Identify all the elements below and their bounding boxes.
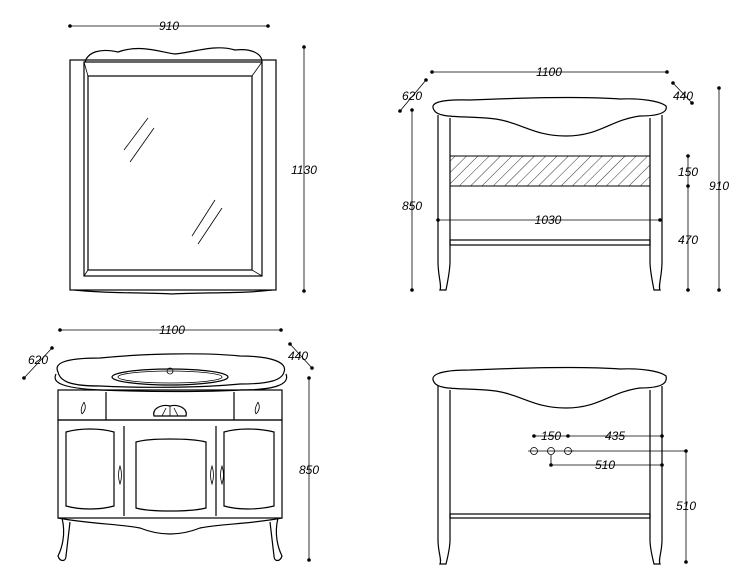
front-height-label: 850 (299, 463, 319, 477)
frame-lower-height-label: 470 (678, 233, 698, 247)
plumbing-floor-height-label: 510 (676, 499, 696, 513)
vanity-front-drawing: 1100 620 440 (22, 323, 319, 562)
frame-shelf-height-label: 150 (678, 165, 698, 179)
plumbing-spacing-label: 150 (541, 429, 561, 443)
front-depth-left-label: 620 (28, 353, 48, 367)
frame-depth-left-label: 620 (402, 89, 422, 103)
plumbing-offset-right-label: 435 (605, 429, 625, 443)
frame-height-label: 850 (402, 199, 422, 213)
mirror-width-label: 910 (159, 19, 179, 33)
vanity-frame-drawing: 1100 620 440 1030 850 150 (398, 65, 729, 292)
mirror-drawing: 910 1130 (68, 19, 317, 295)
frame-inner-width-label: 1030 (535, 213, 562, 227)
mirror-height-label: 1130 (291, 163, 317, 177)
frame-width-label: 1100 (536, 65, 562, 79)
front-width-label: 1100 (159, 323, 185, 337)
plumbing-offset-left-label: 510 (595, 458, 615, 472)
frame-total-height-label: 910 (709, 179, 729, 193)
plumbing-drawing: 150 435 510 510 (432, 366, 696, 565)
front-depth-right-label: 440 (288, 349, 308, 363)
frame-depth-right-label: 440 (673, 89, 693, 103)
